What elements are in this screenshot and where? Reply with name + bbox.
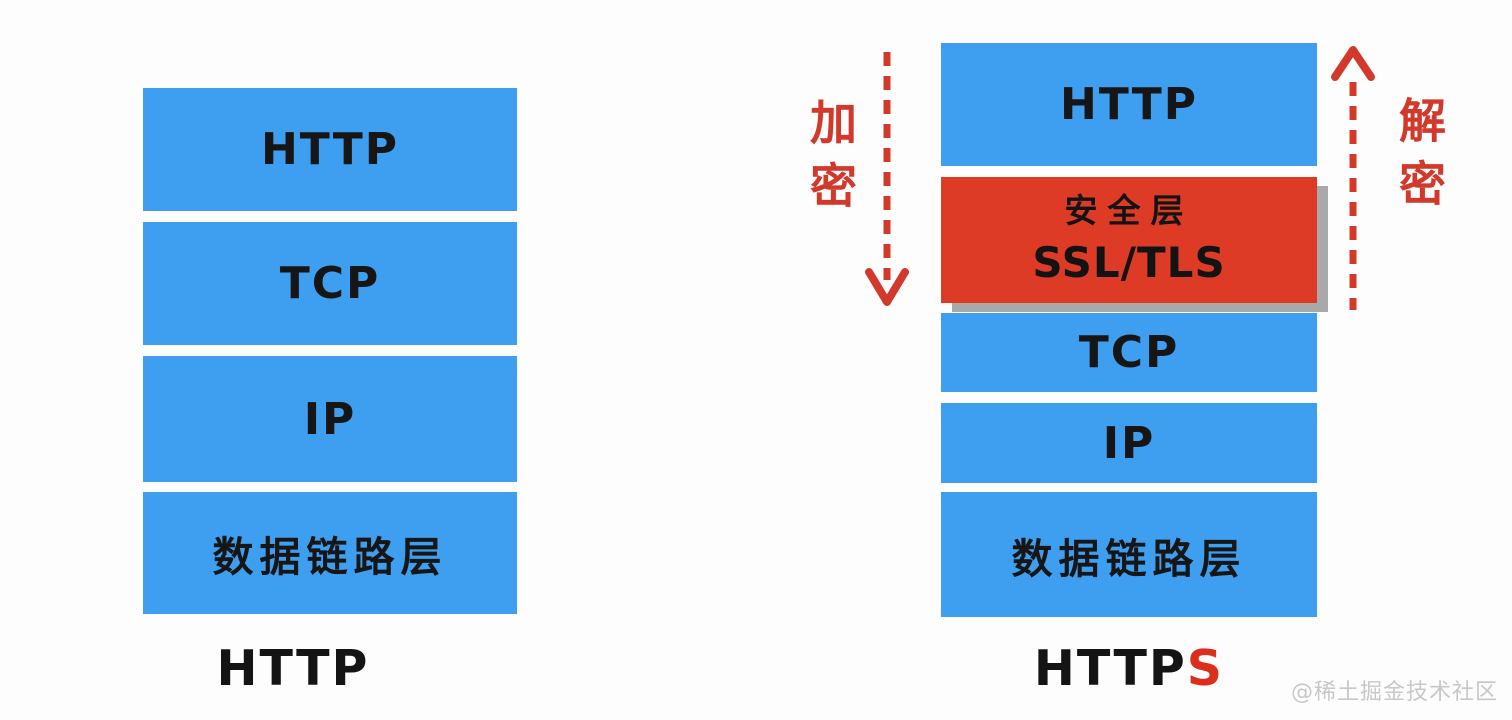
security-layer-protocol: SSL/TLS [1032,238,1226,288]
right-stack-title-main: HTTP [1033,640,1187,697]
juejin-watermark: @稀土掘金技术社区 [1290,680,1498,705]
left-stack-layer-http: HTTP [143,88,517,211]
left-stack-layer-datalink: 数据链路层 [143,492,517,614]
left-stack-layer-tcp: TCP [143,222,517,345]
decrypt-arrow-up-icon [1331,46,1375,310]
security-layer-name: 安全层 [1064,191,1194,231]
right-stack-layer-datalink: 数据链路层 [941,492,1317,617]
encrypt-arrow-down-icon [865,52,909,306]
right-stack-title: HTTPS [941,640,1317,697]
encrypt-annotation: 加密 [801,98,856,224]
decrypt-annotation: 解密 [1390,96,1445,222]
left-stack-title: HTTP [216,640,370,697]
left-stack-layer-ip: IP [143,356,517,482]
right-stack-layer-tcp: TCP [941,313,1317,392]
right-stack-layer-http: HTTP [941,43,1317,166]
right-stack-layer-ip: IP [941,403,1317,483]
right-stack-title-suffix: S [1186,640,1225,697]
right-stack-security-layer: 安全层 SSL/TLS [941,177,1317,303]
